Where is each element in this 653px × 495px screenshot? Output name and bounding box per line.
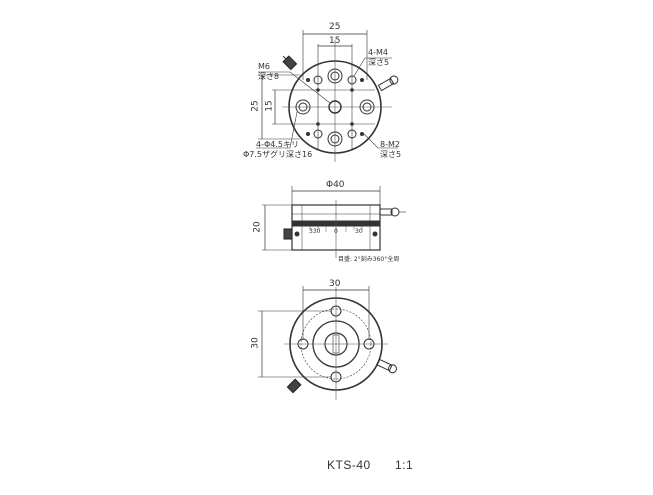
callout-8-m2: 8-M2 (380, 140, 400, 149)
top-view (256, 30, 399, 162)
callout-4-m4-depth: 深さ5 (368, 58, 390, 67)
model-name: KTS-40 (327, 458, 371, 472)
drawing-scale: 1:1 (395, 458, 414, 472)
callout-8-m2-depth: 深さ5 (380, 150, 402, 159)
dim-25-top: 25 (329, 22, 341, 32)
dim-diameter-40: Φ40 (326, 180, 345, 190)
callout-m6: M6 (258, 62, 270, 71)
dim-25-vertical: 25 (250, 100, 261, 112)
dim-15-top: 15 (329, 36, 341, 46)
dim-height-20: 20 (252, 221, 263, 233)
scale-label-330: 330 (309, 228, 321, 235)
callout-4-m4: 4-M4 (368, 48, 388, 57)
scale-label-30: 30 (355, 228, 363, 235)
callout-counterbore: Φ7.5ザグリ深さ16 (243, 150, 313, 159)
bottom-view (258, 286, 398, 400)
dim-15-vertical: 15 (264, 100, 275, 112)
scale-note: 目盛: 2°刻み360°全周 (338, 256, 400, 263)
dim-30-horizontal: 30 (329, 279, 341, 289)
callout-4-holes: 4-Φ4.5キリ (256, 140, 299, 149)
callout-m6-depth: 深さ8 (258, 72, 280, 81)
scale-label-0: 0 (334, 228, 338, 235)
side-view (262, 186, 406, 258)
dim-30-vertical: 30 (250, 337, 261, 349)
